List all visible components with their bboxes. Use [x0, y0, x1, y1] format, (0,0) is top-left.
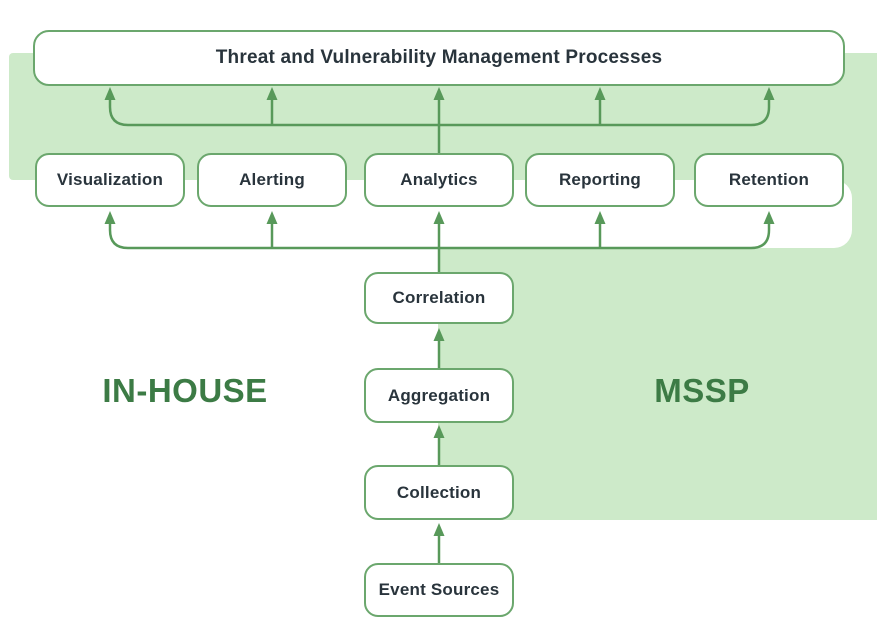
top-process-box: Threat and Vulnerability Management Proc… — [33, 30, 845, 86]
pipeline-box-aggregation: Aggregation — [364, 368, 514, 423]
process-box-visualization: Visualization — [35, 153, 185, 207]
process-box-alerting: Alerting — [197, 153, 347, 207]
bus-top — [104, 87, 775, 154]
pipeline-box-label: Collection — [396, 482, 482, 502]
pipeline-box-label: Event Sources — [378, 580, 500, 599]
arrow-eventsources-to-collection — [433, 523, 445, 563]
pipeline-box-label: Aggregation — [387, 385, 491, 405]
pipeline-box-collection: Collection — [364, 465, 514, 520]
bus-middle — [104, 211, 775, 273]
process-box-label: Analytics — [400, 170, 478, 189]
top-process-box-label: Threat and Vulnerability Management Proc… — [215, 47, 663, 68]
process-box-reporting: Reporting — [525, 153, 675, 207]
process-box-label: Retention — [728, 170, 810, 189]
zone-label-mssp: MSSP — [654, 372, 750, 409]
zone-label-in-house: IN-HOUSE — [102, 372, 268, 409]
process-box-label: Visualization — [56, 170, 164, 189]
arrow-aggregation-to-correlation — [433, 328, 445, 368]
arrow-collection-to-aggregation — [433, 425, 445, 465]
pipeline-box-correlation: Correlation — [364, 272, 514, 324]
pipeline-box-label: Correlation — [392, 288, 486, 307]
process-box-analytics: Analytics — [364, 153, 514, 207]
process-box-retention: Retention — [694, 153, 844, 207]
process-box-label: Reporting — [558, 170, 642, 189]
process-box-label: Alerting — [239, 170, 305, 189]
pipeline-box-event-sources: Event Sources — [364, 563, 514, 617]
